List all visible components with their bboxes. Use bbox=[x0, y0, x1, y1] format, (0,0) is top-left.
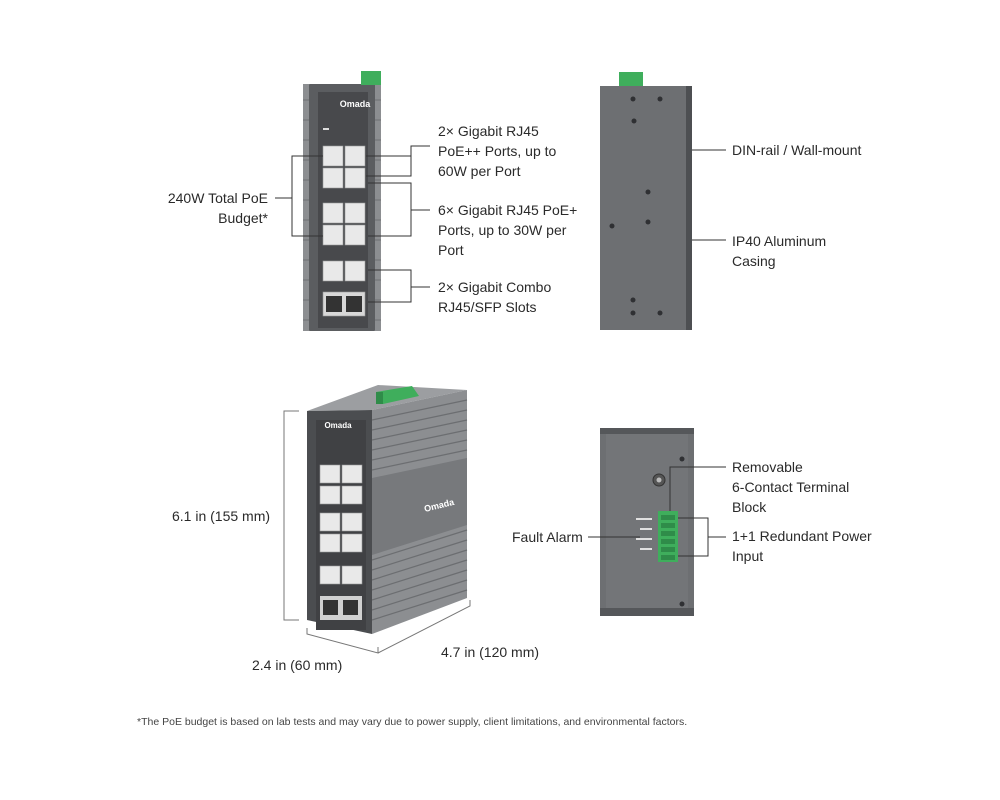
label-din-rail: DIN-rail / Wall-mount bbox=[732, 142, 862, 158]
side-view-switch bbox=[600, 72, 692, 330]
label-fault-alarm: Fault Alarm bbox=[512, 529, 583, 545]
label-rj45-poe-plus-plus: 2× Gigabit RJ45 PoE++ Ports, up to 60W p… bbox=[438, 123, 557, 179]
svg-text:Omada: Omada bbox=[340, 99, 372, 109]
svg-text:Omada: Omada bbox=[324, 421, 352, 430]
label-width: 4.7 in (120 mm) bbox=[441, 644, 540, 660]
footnote: *The PoE budget is based on lab tests an… bbox=[137, 716, 688, 728]
label-poe-budget: 240W Total PoE Budget* bbox=[167, 190, 268, 226]
bottom-view-switch bbox=[600, 428, 694, 616]
isometric-view-switch: Omada Omada bbox=[307, 385, 468, 634]
label-casing: IP40 Aluminum Casing bbox=[732, 233, 827, 269]
label-redundant-power: 1+1 Redundant Power Input bbox=[732, 528, 872, 564]
label-combo-slots: 2× Gigabit Combo RJ45/SFP Slots bbox=[438, 279, 552, 315]
front-view-switch: Omada bbox=[303, 71, 381, 331]
label-rj45-poe-plus: 6× Gigabit RJ45 PoE+ Ports, up to 30W pe… bbox=[438, 202, 578, 258]
label-height: 6.1 in (155 mm) bbox=[172, 508, 271, 524]
label-depth: 2.4 in (60 mm) bbox=[252, 657, 343, 673]
label-terminal-block: Removable 6-Contact Terminal Block bbox=[732, 459, 850, 515]
